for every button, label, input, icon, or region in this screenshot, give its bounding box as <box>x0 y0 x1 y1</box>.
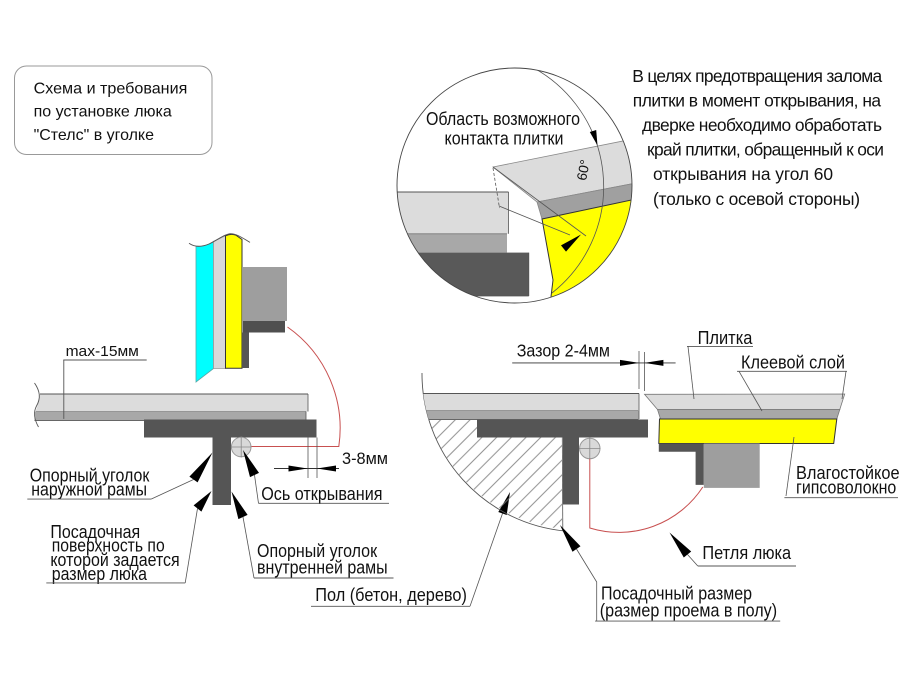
svg-text:Опорный уголок: Опорный уголок <box>30 465 150 485</box>
svg-text:Клеевой слой: Клеевой слой <box>741 352 845 372</box>
svg-text:Схема и требования: Схема и требования <box>34 81 188 98</box>
svg-text:В целях предотвращения залома: В целях предотвращения залома <box>632 66 882 86</box>
svg-text:Ось открывания: Ось открывания <box>261 484 382 504</box>
svg-text:Пол (бетон, дерево): Пол (бетон, дерево) <box>315 585 467 605</box>
svg-text:плитки в момент открывания, на: плитки в момент открывания, на <box>633 90 882 110</box>
svg-text:поверхность по: поверхность по <box>52 536 165 556</box>
svg-text:Посадочный размер: Посадочный размер <box>601 584 752 604</box>
svg-text:Область возможного: Область возможного <box>426 109 580 129</box>
svg-text:дверке необходимо обработать: дверке необходимо обработать <box>642 115 882 135</box>
svg-text:край плитки, обращенный к оси: край плитки, обращенный к оси <box>647 140 884 160</box>
svg-text:Посадочная: Посадочная <box>50 522 140 542</box>
svg-text:(размер проема в полу): (размер проема в полу) <box>600 601 777 621</box>
svg-text:max-15мм: max-15мм <box>66 343 139 360</box>
svg-text:открывания на угол 60: открывания на угол 60 <box>653 164 833 184</box>
svg-text:по установке люка: по установке люка <box>34 104 172 121</box>
svg-text:3-8мм: 3-8мм <box>342 449 388 468</box>
svg-text:гипсоволокно: гипсоволокно <box>796 477 896 497</box>
svg-text:которой задается: которой задается <box>50 550 179 570</box>
svg-text:Плитка: Плитка <box>698 328 754 348</box>
svg-text:наружной рамы: наружной рамы <box>31 479 147 499</box>
svg-text:Зазор 2-4мм: Зазор 2-4мм <box>517 340 610 360</box>
svg-text:Петля люка: Петля люка <box>702 543 792 563</box>
svg-text:внутренней рамы: внутренней рамы <box>257 558 388 578</box>
svg-text:60°: 60° <box>574 158 593 182</box>
svg-text:контакта плитки: контакта плитки <box>445 128 564 148</box>
svg-text:"Стелс" в уголке: "Стелс" в уголке <box>34 127 155 144</box>
svg-text:Опорный уголок: Опорный уголок <box>257 541 377 561</box>
svg-text:(только с осевой стороны): (только с осевой стороны) <box>653 189 860 209</box>
svg-text:Влагостойкое: Влагостойкое <box>796 463 900 483</box>
svg-text:размер люка: размер люка <box>52 564 148 584</box>
